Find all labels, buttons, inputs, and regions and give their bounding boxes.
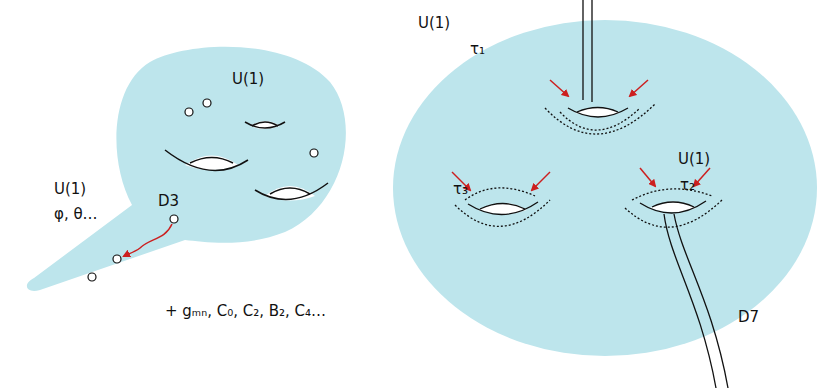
modulus-name: τ₁ xyxy=(470,40,485,58)
handle-tau3 xyxy=(455,188,550,226)
handle-tau1 xyxy=(545,0,655,134)
u1-charge: U(1) xyxy=(678,150,710,168)
brane-name: D3 xyxy=(158,192,179,210)
modulus-name: τ₂ xyxy=(680,176,695,194)
handles xyxy=(165,121,328,201)
motion-arrow xyxy=(124,224,172,256)
handle-tau2 xyxy=(625,189,728,388)
modulus-fields: φ, θ… xyxy=(54,205,98,223)
u1-charge: U(1) xyxy=(54,180,86,198)
d3-branes xyxy=(88,99,318,281)
manifold-ellipse xyxy=(393,20,817,356)
bulk-fields: + gₘₙ, C₀, C₂, B₂, C₄… xyxy=(165,302,326,320)
contraction-arrows xyxy=(452,80,710,190)
u1-charge: U(1) xyxy=(232,70,264,88)
brane-name: D7 xyxy=(738,308,759,326)
modulus-name: τ₃ xyxy=(453,180,468,198)
manifold-blob xyxy=(27,47,346,291)
u1-charge: U(1) xyxy=(418,14,450,32)
